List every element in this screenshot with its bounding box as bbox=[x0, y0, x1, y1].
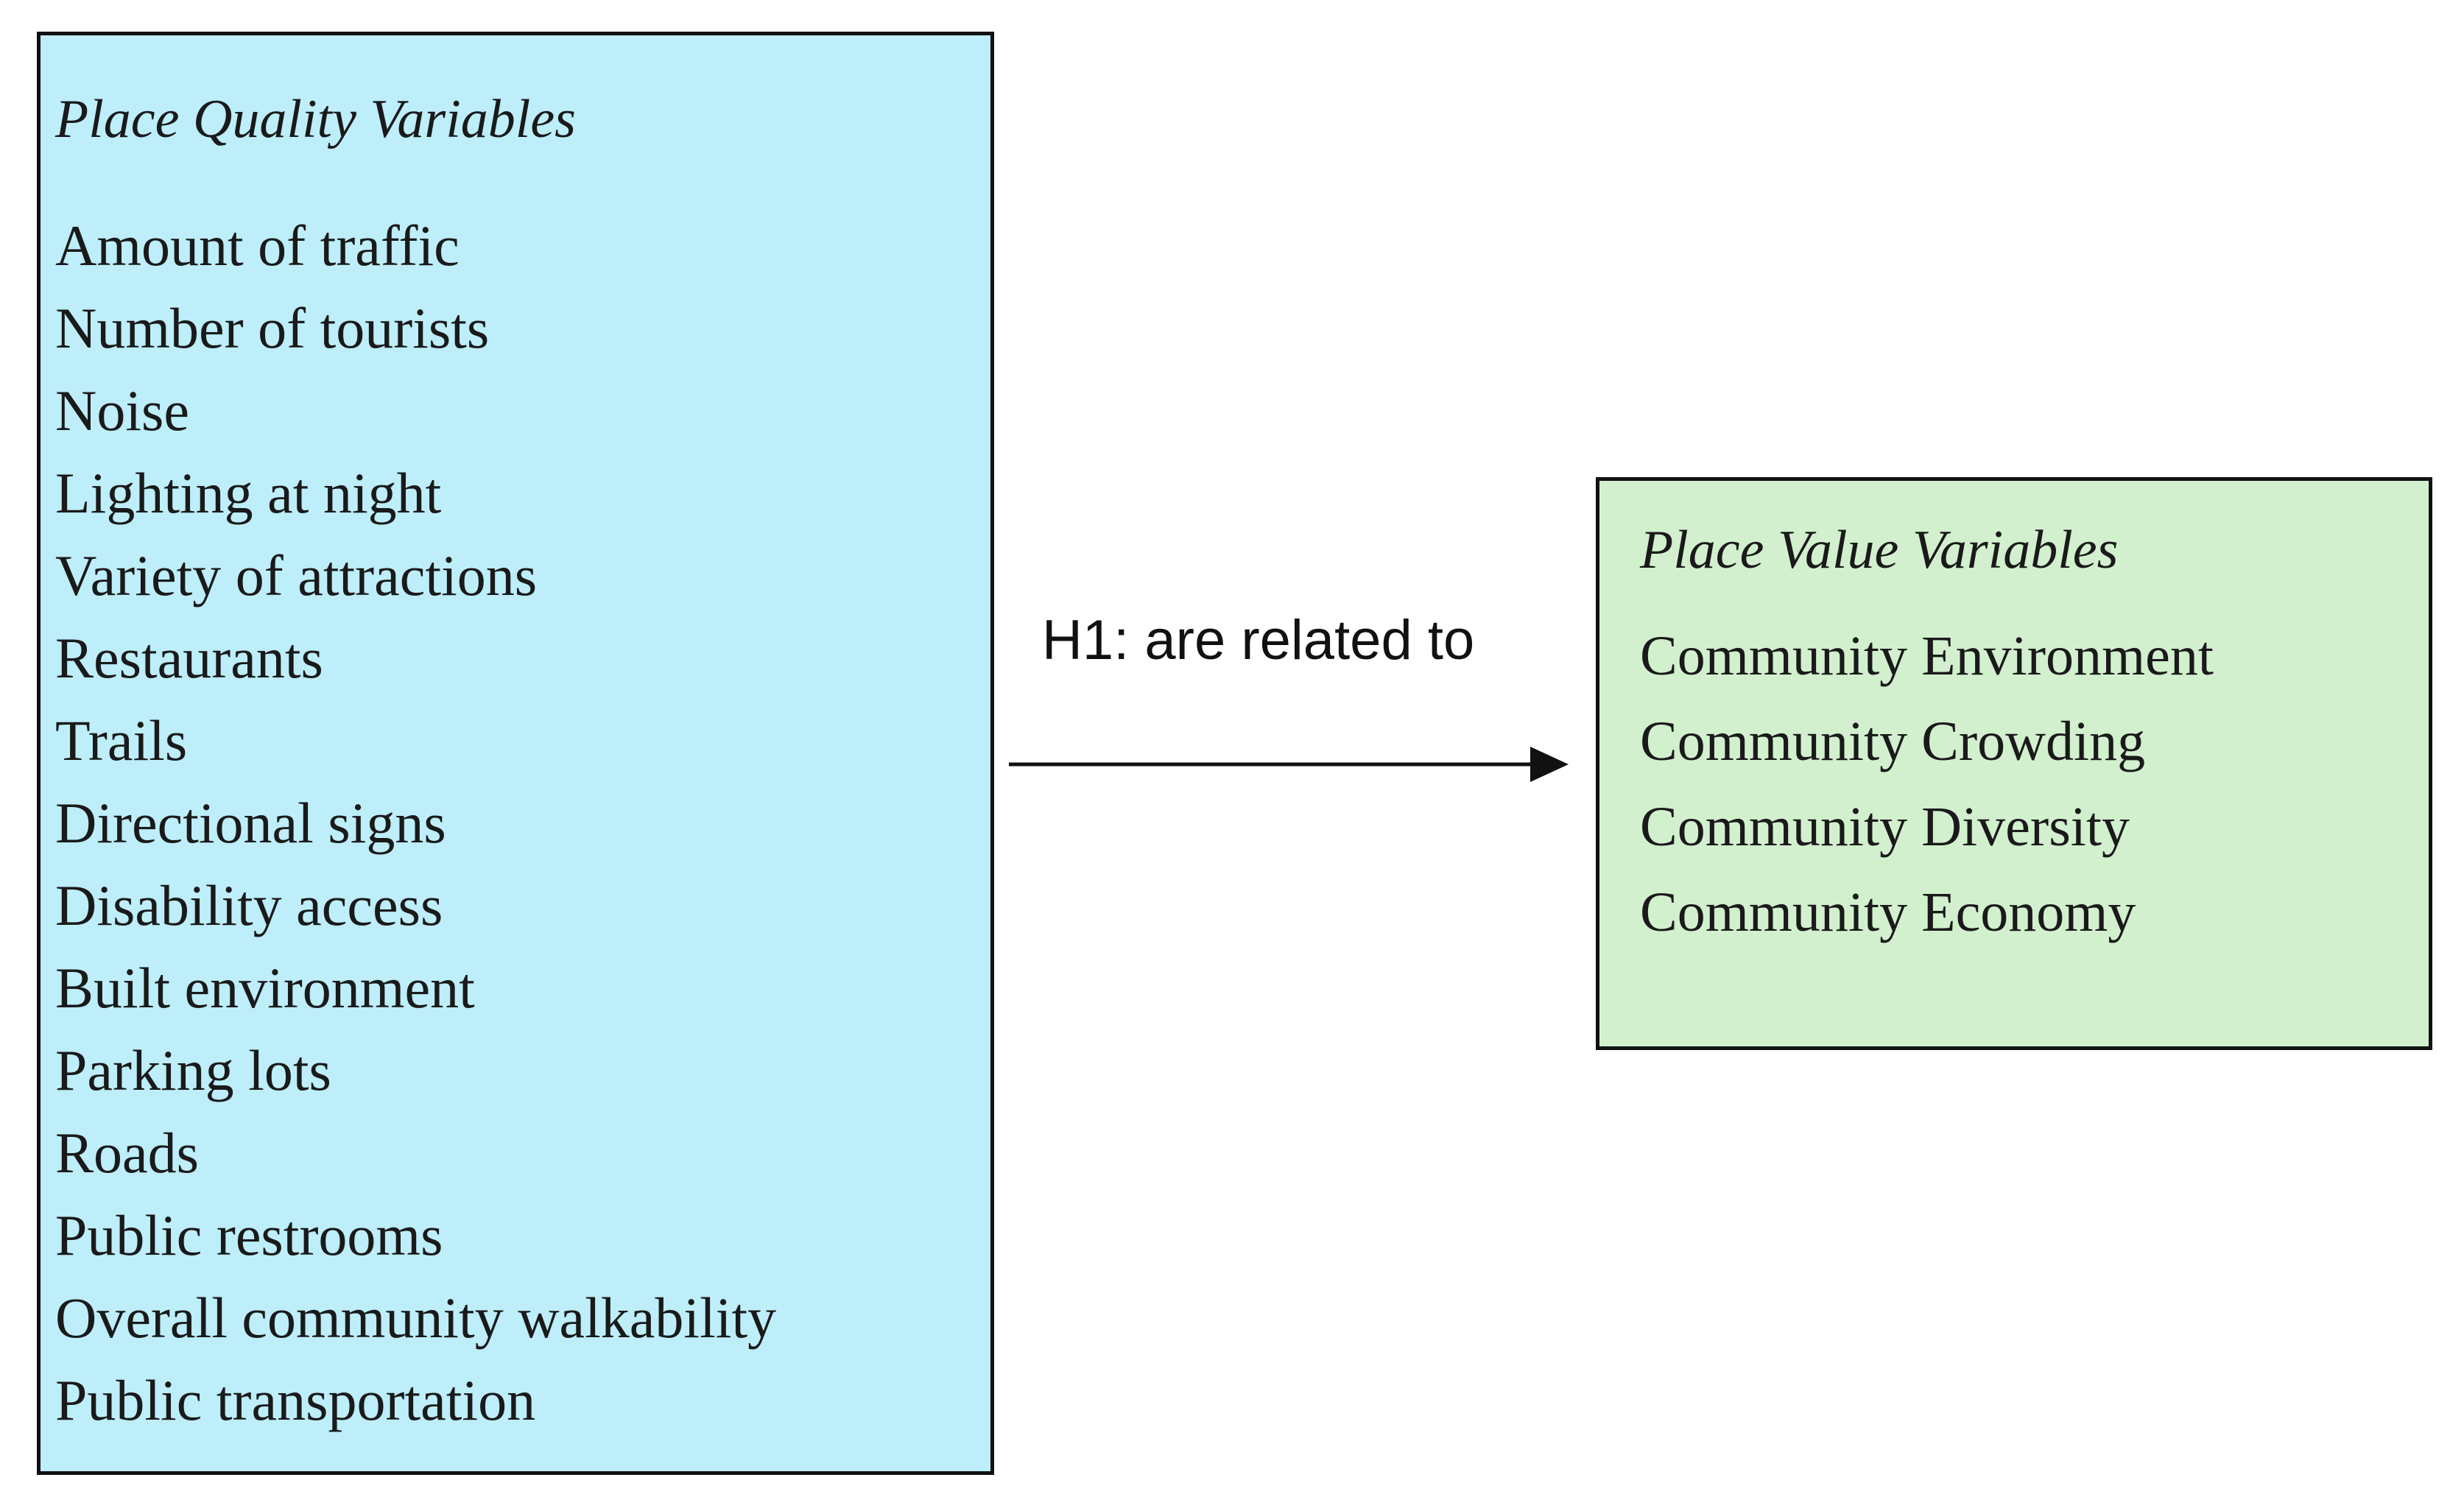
place-quality-item: Roads bbox=[55, 1121, 199, 1185]
place-value-item: Community Economy bbox=[1640, 881, 2136, 943]
place-quality-box: Place Quality Variables Amount of traffi… bbox=[37, 32, 994, 1475]
place-value-item: Community Diversity bbox=[1640, 796, 2130, 858]
place-quality-item: Amount of traffic bbox=[55, 214, 460, 278]
place-quality-item: Lighting at night bbox=[55, 461, 442, 525]
place-quality-item: Public transportation bbox=[55, 1368, 536, 1432]
place-quality-item: Public restrooms bbox=[55, 1203, 443, 1267]
place-quality-item: Overall community walkability bbox=[55, 1286, 777, 1350]
place-quality-item: Disability access bbox=[55, 873, 443, 937]
place-value-box: Place Value Variables Community Environm… bbox=[1596, 477, 2432, 1050]
relation-arrow bbox=[1009, 747, 1569, 782]
place-quality-title: Place Quality Variables bbox=[55, 89, 576, 149]
place-value-list: Community Environment Community Crowding… bbox=[1640, 613, 2214, 955]
relation-label: H1: are related to bbox=[1042, 609, 1475, 672]
arrowhead-icon bbox=[1530, 747, 1569, 782]
place-quality-item: Parking lots bbox=[55, 1038, 331, 1102]
place-quality-list: Amount of traffic Number of tourists Noi… bbox=[55, 205, 776, 1442]
place-value-title: Place Value Variables bbox=[1640, 520, 2119, 580]
place-quality-item: Directional signs bbox=[55, 791, 446, 855]
place-quality-item: Trails bbox=[55, 708, 188, 772]
place-quality-item: Restaurants bbox=[55, 626, 323, 690]
place-value-item: Community Environment bbox=[1640, 625, 2214, 687]
place-quality-item: Noise bbox=[55, 378, 189, 443]
place-quality-item: Built environment bbox=[55, 956, 475, 1020]
place-quality-item: Variety of attractions bbox=[55, 543, 538, 607]
place-value-item: Community Crowding bbox=[1640, 711, 2146, 772]
place-quality-item: Number of tourists bbox=[55, 296, 490, 360]
